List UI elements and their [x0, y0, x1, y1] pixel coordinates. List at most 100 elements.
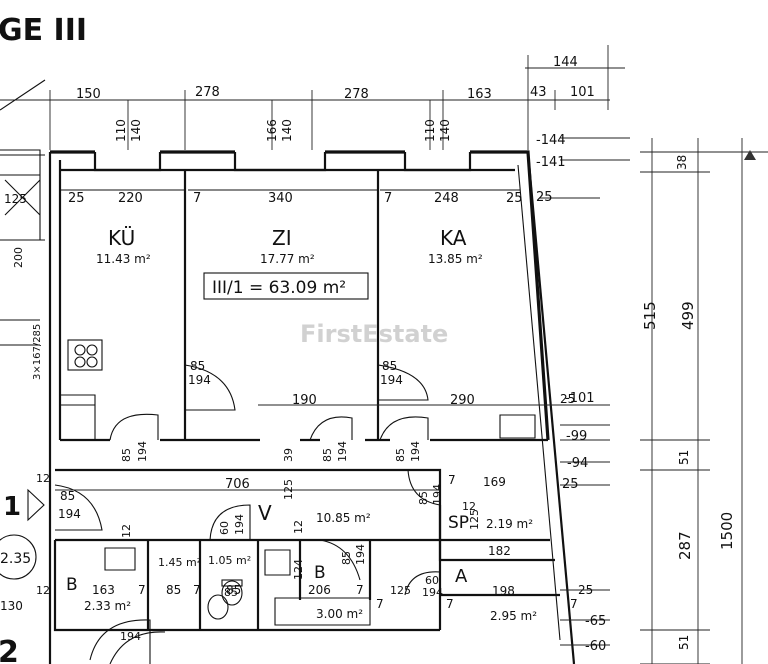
dim-v-38: 38 [675, 155, 689, 170]
dim-12a: 12 [36, 472, 50, 485]
dim-top-101: 101 [570, 85, 595, 100]
door-swings [54, 364, 441, 664]
dim-12d: 12 [292, 520, 305, 534]
dim-door-wc-w: 60 [218, 521, 231, 535]
level-65: -65 [585, 614, 606, 629]
dim-top-163: 163 [467, 87, 492, 102]
room-area-hall: 10.85 m² [316, 511, 371, 525]
toilet-icon [207, 579, 243, 620]
unit-label: III/1 = 63.09 m² [212, 278, 346, 298]
dim-706: 706 [225, 477, 250, 492]
stove-icon [67, 339, 103, 371]
level-25a: 25 [536, 190, 553, 205]
dim-door-zi2-w: 85 [321, 448, 334, 462]
dim-door-ku-h: 194 [136, 441, 149, 462]
corner-label: 2 [0, 635, 19, 664]
dim-125b: 125 [390, 584, 411, 597]
room-area-b1: 2.33 m² [84, 599, 131, 613]
dim-window-3a: 110 [423, 119, 437, 142]
dim-top-150: 150 [76, 87, 101, 102]
dim-v-51b: 51 [677, 635, 691, 650]
dim-130: 130 [0, 599, 23, 613]
dim-room-340: 340 [268, 191, 293, 206]
dim-room-248: 248 [434, 191, 459, 206]
level-25c: 25 [562, 477, 579, 492]
room-area-storage: 2.19 m² [486, 517, 533, 531]
level-144: -144 [536, 133, 566, 148]
dim-room-25b: 25 [506, 191, 523, 206]
dim-door-zi-w: 85 [190, 359, 205, 373]
dim-door-b2-w: 85 [340, 551, 353, 565]
room-code-b1: B [66, 575, 78, 595]
dim-door-a-h: 194 [422, 586, 443, 599]
dim-7a: 7 [448, 473, 456, 487]
dim-door-bottom-h: 194 [120, 630, 141, 643]
dim-7c: 7 [193, 583, 201, 597]
dim-7d: 7 [376, 597, 384, 611]
dim-25-a: 25 [578, 583, 593, 597]
room-area-small2: 1.05 m² [208, 554, 251, 567]
interior-walls [53, 170, 560, 632]
dim-7-b2: 7 [356, 583, 364, 597]
room-code-kitchen: KÜ [108, 226, 135, 250]
dim-200: 200 [12, 247, 25, 268]
dim-door-sp-h: 194 [431, 484, 444, 505]
dim-window-2b: 140 [280, 119, 294, 142]
dim-39: 39 [282, 448, 295, 462]
dim-7b: 7 [138, 583, 146, 597]
room-area-b2: 3.00 m² [316, 607, 363, 621]
left-area-circle [0, 534, 37, 580]
dim-window-1a: 110 [114, 119, 128, 142]
dim-door-entry-h: 194 [58, 507, 81, 521]
dim-v-51a: 51 [677, 450, 691, 465]
room-code-chamber: KA [440, 226, 467, 250]
level-94: -94 [567, 456, 588, 471]
dim-125a: 125 [282, 479, 295, 500]
dim-room-7b: 7 [384, 191, 392, 206]
svg-text:1: 1 [3, 492, 21, 522]
dim-door-ku-w: 85 [120, 448, 133, 462]
dim-290: 290 [450, 393, 475, 408]
room-area-living: 17.77 m² [260, 252, 315, 266]
dim-169: 169 [483, 475, 506, 489]
dim-room-220: 220 [118, 191, 143, 206]
dim-top-144: 144 [553, 55, 578, 70]
top-dimension-line [0, 45, 625, 150]
level-99: -99 [566, 429, 587, 444]
unit-label-box [203, 272, 369, 300]
dim-door-ka-h: 194 [380, 373, 403, 387]
room-area-a: 2.95 m² [490, 609, 537, 623]
dim-door-entry-w: 85 [60, 489, 75, 503]
dim-door-wc2-w: 85 [224, 586, 238, 599]
level-25b: 25 [560, 392, 575, 406]
dim-window-1b: 140 [129, 119, 143, 142]
dim-7e: 7 [446, 597, 454, 611]
dim-v-1500: 1500 [718, 512, 736, 550]
dim-7f: 7 [570, 597, 578, 611]
dim-door-sp-w: 85 [417, 491, 430, 505]
level-141: -141 [536, 155, 566, 170]
dim-door-ka-w: 85 [382, 359, 397, 373]
room-area-kitchen: 11.43 m² [96, 252, 151, 266]
dim-door-zi-h: 194 [188, 373, 211, 387]
dim-85a: 85 [166, 583, 181, 597]
room-code-b2: B [314, 563, 326, 583]
dim-85b: 85 [226, 583, 241, 597]
dim-room-25: 25 [68, 191, 85, 206]
dim-stairs: 3×167/285 [32, 324, 43, 380]
dim-door-ka2-w: 85 [394, 448, 407, 462]
floor-label: GE III [0, 13, 87, 48]
dim-12-sp: 12 [462, 500, 476, 513]
right-dimension-lines [540, 137, 768, 664]
dim-v-515: 515 [641, 301, 659, 330]
dim-124: 124 [292, 559, 305, 580]
room-area-chamber: 13.85 m² [428, 252, 483, 266]
dim-206: 206 [308, 583, 331, 597]
level-101: -101 [565, 391, 595, 406]
level-marker-icon [744, 150, 756, 160]
dim-top-278b: 278 [344, 87, 369, 102]
dim-window-2a: 166 [265, 119, 279, 142]
dim-12b: 12 [36, 584, 50, 597]
room-code-living: ZI [272, 226, 292, 250]
